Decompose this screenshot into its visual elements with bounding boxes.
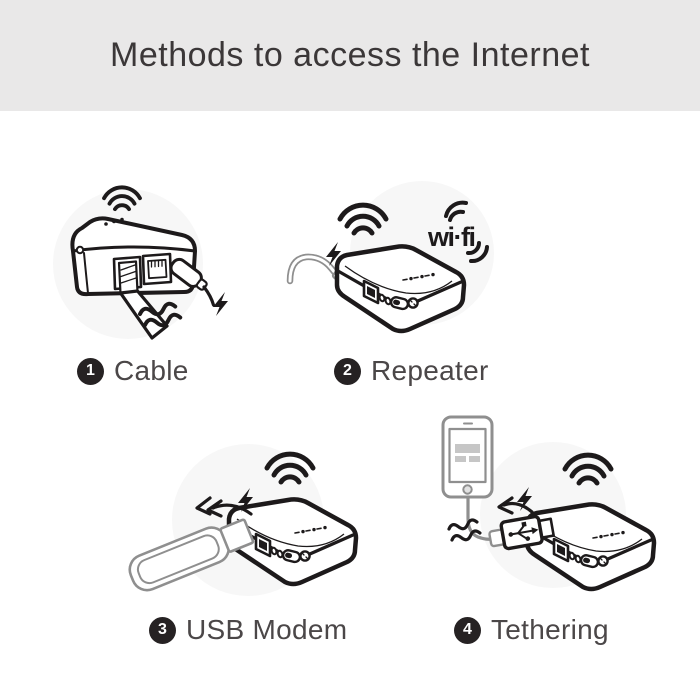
method-2-badge: 2 [334, 357, 361, 385]
ethernet-port-empty [141, 252, 173, 286]
method-3-text: USB Modem [186, 614, 348, 645]
page-title: Methods to access the Internet [110, 36, 590, 74]
method-repeater-illustration: wi·fi [286, 181, 494, 331]
usb-trident-icon [508, 521, 539, 541]
wifi-logo-text: wi·fi [427, 222, 475, 252]
ethernet-cable-plug [112, 255, 169, 340]
method-cable-illustration [53, 185, 228, 340]
method-4-badge: 4 [454, 616, 481, 644]
curved-arrow-icon [195, 496, 253, 518]
method-usb-modem-illustration [128, 444, 356, 596]
method-2-text: Repeater [371, 355, 489, 386]
curved-arrow-icon [497, 496, 534, 515]
lightning-bolt-icon [213, 292, 228, 316]
header-band: Methods to access the Internet [0, 0, 700, 111]
method-3-badge: 3 [149, 616, 176, 644]
method-1-badge: 1 [77, 357, 104, 385]
method-1-label: 1 Cable [77, 355, 189, 387]
method-tethering-illustration [441, 415, 654, 589]
method-2-label: 2 Repeater [334, 355, 489, 387]
method-1-text: Cable [114, 355, 189, 386]
wifi-logo: wi·fi [427, 200, 489, 264]
router-front-view [70, 216, 197, 340]
method-3-label: 3 USB Modem [149, 614, 347, 646]
usb-modem-dongle [128, 518, 255, 592]
smartphone [441, 415, 494, 499]
usb-plug [488, 514, 555, 551]
method-4-label: 4 Tethering [454, 614, 609, 646]
method-4-text: Tethering [491, 614, 609, 645]
